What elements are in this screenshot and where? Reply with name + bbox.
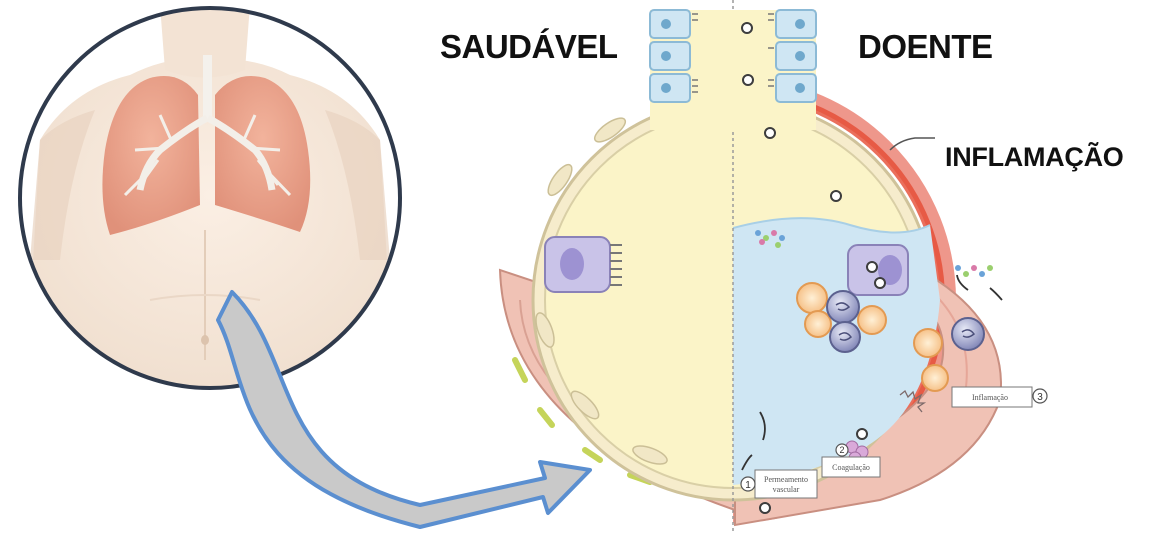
step-1-number: 1 <box>745 480 751 491</box>
step-3-box: 3 Inflamação <box>952 387 1047 407</box>
step-1-text-line2: vascular <box>773 485 800 494</box>
step-2-number: 2 <box>839 445 844 455</box>
torso-lungs-illustration <box>15 5 405 400</box>
inflammation-label: INFLAMAÇÃO <box>945 142 1123 173</box>
sick-label: DOENTE <box>858 28 993 66</box>
step-3-number: 3 <box>1037 392 1043 403</box>
alveolus-diagram: 1 Permeamento vascular 2 Coagulação 3 In… <box>500 0 1047 534</box>
step-1-text-line1: Permeamento <box>764 475 808 484</box>
step-3-text: Inflamação <box>972 393 1008 402</box>
healthy-label: SAUDÁVEL <box>440 28 618 66</box>
step-2-text: Coagulação <box>832 463 870 472</box>
